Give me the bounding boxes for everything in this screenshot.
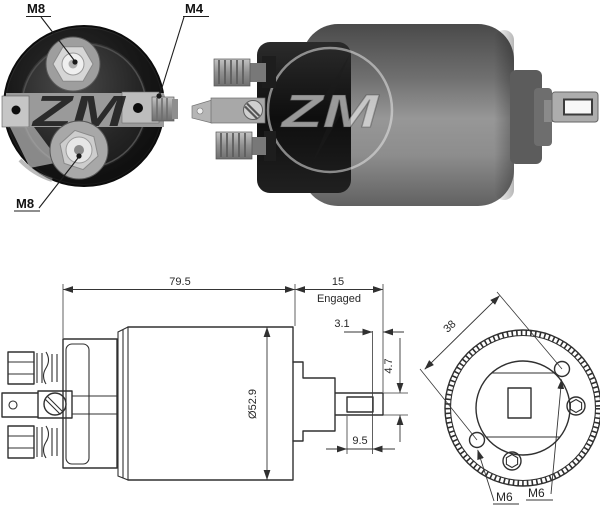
bolt-head-right	[566, 396, 586, 416]
zm-circle-watermark: ZM	[266, 46, 394, 174]
m6-hole-a	[553, 360, 571, 378]
leader-dot-bottom	[76, 153, 82, 159]
plunger-housing-outline	[292, 361, 384, 442]
band-hole-right	[133, 103, 143, 113]
lightning-bolt	[312, 54, 350, 164]
label-m4: M4	[185, 1, 204, 16]
switch-cap	[257, 42, 351, 193]
dim-body-length: 79.5	[169, 276, 190, 288]
bolt-head-bottom	[502, 451, 522, 471]
end-view-outer-circle	[444, 329, 600, 487]
rear-cap-outline	[62, 338, 118, 469]
m8-terminal-bottom	[49, 120, 109, 180]
solenoid-cylinder-body	[302, 24, 514, 206]
dim-tip-gap: 3.1	[334, 318, 349, 330]
dimension-drawing-side-view: 79.5 15 Engaged 3.1 4.7 Ø52.9 9.5	[1, 276, 408, 481]
rim-highlight	[18, 158, 53, 182]
bore-guide-flats	[486, 372, 560, 438]
cylinder-crimp-edge	[117, 326, 129, 481]
bracket-flare	[10, 127, 60, 168]
terminal-bolt-lower	[7, 425, 58, 459]
hole-spacing-extensions	[419, 291, 563, 441]
photo-side-view: ZM	[191, 24, 599, 206]
spade-terminal-drawing	[1, 390, 117, 419]
plunger-slot-front	[507, 387, 532, 419]
terminal-callouts: M8 M4 M8	[14, 1, 209, 212]
m4-stud	[151, 96, 178, 122]
cylinder-outline	[127, 326, 294, 481]
end-view-knurled-rim	[444, 329, 600, 487]
leader-dot-top	[72, 59, 78, 65]
cylinder-right-shade	[494, 30, 514, 200]
dim-hole-spacing: 38	[441, 318, 458, 335]
side-terminals	[191, 56, 276, 161]
dim-stroke-caption: Engaged	[317, 293, 361, 305]
dim-rod-height: 4.7	[383, 358, 395, 373]
dim-stroke: 15	[332, 276, 344, 288]
motor-stud-bottom	[215, 131, 253, 160]
zm-logo-watermark-side: ZM	[279, 85, 380, 137]
rod-slot-hole	[563, 98, 593, 116]
photo-rear-view: ZM	[1, 25, 178, 187]
dimension-drawing-end-view: 38 M6 M6	[419, 291, 600, 505]
plunger-assembly	[510, 70, 599, 164]
label-m6-a: M6	[496, 490, 513, 504]
rear-cap-molding	[65, 343, 90, 465]
label-m6-b: M6	[528, 486, 545, 500]
battery-stud-top	[213, 58, 251, 87]
label-m8-bottom: M8	[16, 196, 34, 211]
dim-slot-width: 9.5	[352, 435, 367, 447]
dim-body-diameter: Ø52.9	[247, 389, 259, 419]
m8-terminal-top	[45, 36, 101, 92]
end-view-rim-inner-line	[449, 334, 597, 482]
terminal-bolt-upper	[7, 351, 58, 385]
label-m8-top: M8	[27, 1, 45, 16]
m6-hole-b	[468, 431, 486, 449]
extension-lines	[62, 284, 408, 454]
band-hole-left	[11, 105, 21, 115]
rod-slot-outline	[346, 396, 374, 413]
leader-dot-m4	[156, 93, 162, 99]
